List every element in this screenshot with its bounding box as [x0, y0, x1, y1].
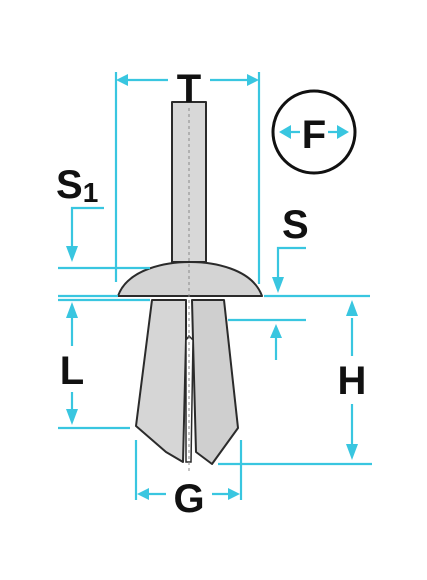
dimension-g — [134, 440, 243, 500]
dimension-h — [218, 300, 372, 466]
dimension-l — [58, 298, 150, 430]
dimension-t — [114, 72, 261, 284]
label-h: H — [338, 359, 367, 403]
f-circle-symbol — [271, 89, 357, 175]
label-s: S — [282, 203, 309, 247]
label-s1: S1 — [56, 163, 98, 208]
label-g: G — [173, 477, 204, 521]
label-l: L — [60, 349, 84, 393]
label-t: T — [177, 67, 201, 111]
label-s1-subscript: 1 — [83, 177, 99, 208]
push-rivet-part — [117, 101, 263, 472]
dimension-neck — [228, 318, 306, 360]
rivet-leg-left — [135, 299, 187, 463]
rivet-leg-right — [191, 299, 239, 465]
dimension-s1 — [58, 206, 150, 298]
label-f: F — [302, 113, 326, 157]
label-s1-main: S — [56, 163, 83, 207]
dimension-s — [264, 246, 370, 298]
